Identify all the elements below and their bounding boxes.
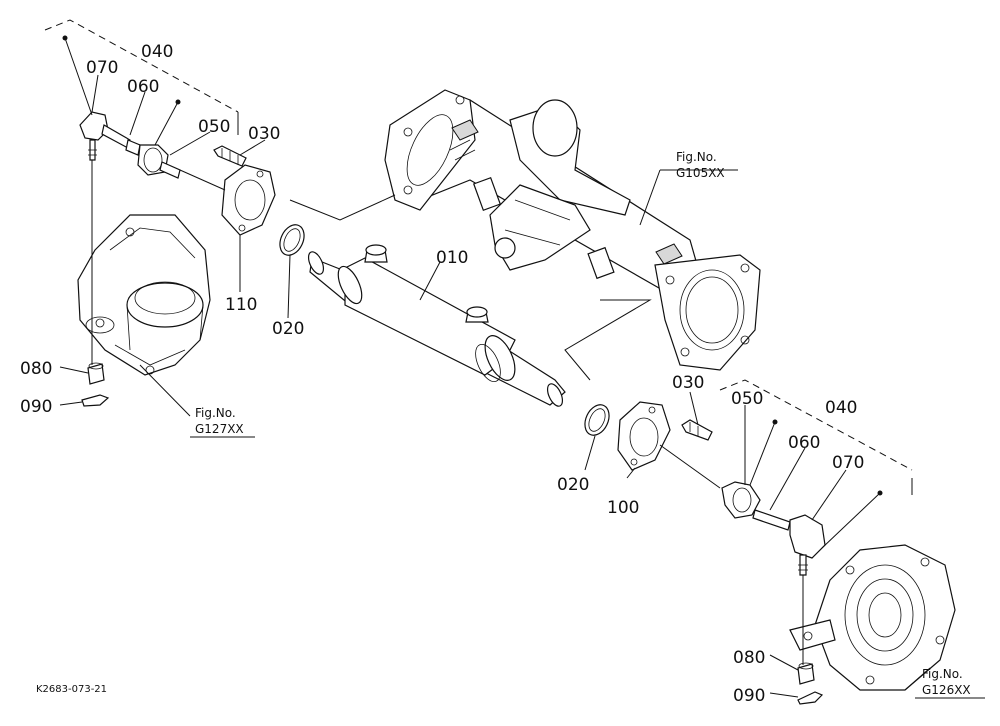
callout-labels: 040 070 060 050 030 010 110 020 080 090 … — [20, 42, 864, 706]
fig-code: G126XX — [922, 683, 971, 697]
gasket-100 — [617, 401, 671, 471]
callout-030-right: 030 — [672, 373, 704, 393]
leader-lines — [44, 19, 931, 698]
fig-label: Fig.No. — [676, 150, 717, 164]
gasket-110 — [221, 164, 276, 236]
callout-100: 100 — [607, 498, 639, 518]
grease-fitting-left — [213, 145, 247, 167]
fig-code: G105XX — [676, 166, 725, 180]
callout-070-left: 070 — [86, 58, 118, 78]
callout-090-right: 090 — [733, 686, 765, 706]
o-ring-020-left — [279, 224, 305, 256]
grease-fitting-right — [681, 419, 713, 441]
callout-050-left: 050 — [198, 117, 230, 137]
callout-070-right: 070 — [832, 453, 864, 473]
callout-060-right: 060 — [788, 433, 820, 453]
callout-040-right: 040 — [825, 398, 857, 418]
cotter-pin-right — [797, 691, 824, 705]
axle-housing — [289, 89, 761, 381]
tie-rod-end-left — [79, 111, 141, 161]
cotter-pin-left — [81, 394, 110, 407]
fig-code: G127XX — [195, 422, 244, 436]
o-ring-020-right — [584, 404, 610, 436]
fig-label: Fig.No. — [922, 667, 963, 681]
callout-050-right: 050 — [731, 389, 763, 409]
figure-reference-knuckle-right: Fig.No. G126XX — [915, 667, 985, 699]
fig-label: Fig.No. — [195, 406, 236, 420]
callout-090-left: 090 — [20, 397, 52, 417]
drawing-code: K2683-073-21 — [36, 684, 107, 695]
callout-040-left: 040 — [141, 42, 173, 62]
figure-reference-housing: Fig.No. G105XX — [660, 150, 738, 180]
adjuster-nut-right — [721, 481, 761, 519]
steering-cylinder — [307, 244, 566, 407]
callout-010: 010 — [436, 248, 468, 268]
callout-110: 110 — [225, 295, 257, 315]
steering-knuckle-right — [789, 544, 956, 691]
castle-nut-right — [797, 662, 815, 685]
steering-knuckle-left — [77, 214, 211, 376]
tie-rod-end-right — [752, 509, 826, 576]
callout-020-right: 020 — [557, 475, 589, 495]
callout-060-left: 060 — [127, 77, 159, 97]
callout-030-left: 030 — [248, 124, 280, 144]
callout-020-left: 020 — [272, 319, 304, 339]
figure-reference-knuckle-left: Fig.No. G127XX — [190, 406, 255, 438]
castle-nut-left — [87, 362, 105, 385]
callout-080-right: 080 — [733, 648, 765, 668]
adjuster-nut-left — [137, 144, 181, 179]
callout-080-left: 080 — [20, 359, 52, 379]
